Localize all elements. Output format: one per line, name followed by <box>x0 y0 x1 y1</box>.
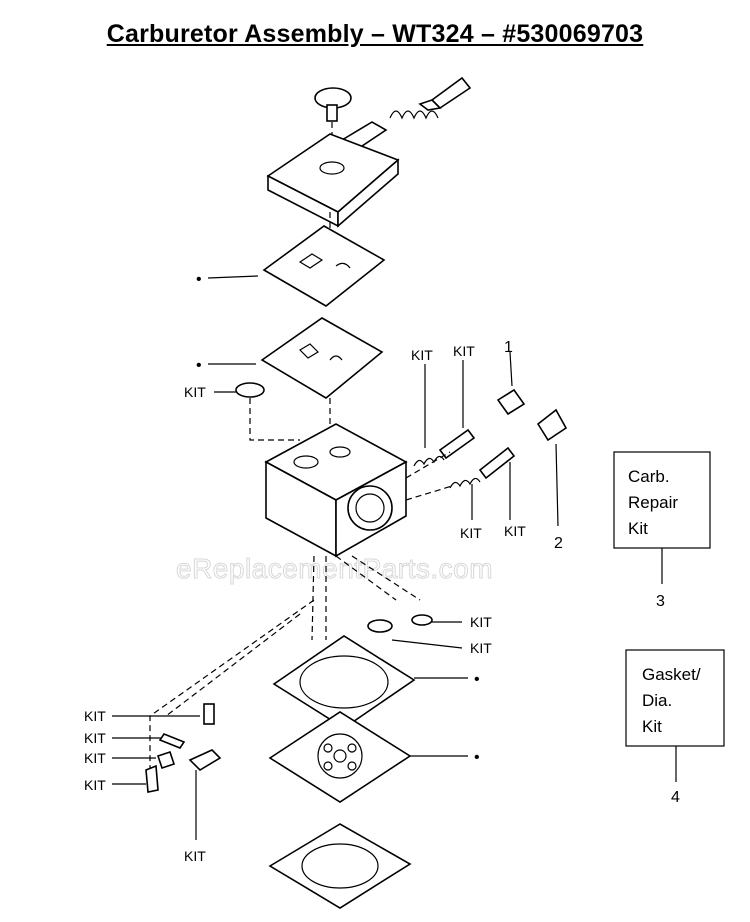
bullet-diaphragm-1: • <box>196 357 202 374</box>
metering-cover[interactable] <box>268 823 412 909</box>
kit-label-spring-2: KIT <box>460 525 482 541</box>
kit-label-inlet-needle: KIT <box>84 750 106 766</box>
welch-plug[interactable] <box>235 382 265 398</box>
idle-screw[interactable] <box>314 87 352 122</box>
inlet-needle[interactable] <box>156 750 176 770</box>
pump-gasket[interactable] <box>262 225 386 307</box>
bullet-gasket-1: • <box>196 271 202 288</box>
kit-label-plug-2: KIT <box>470 640 492 656</box>
plug-1[interactable] <box>411 614 433 626</box>
inlet-spring[interactable] <box>203 703 215 725</box>
ref-number-2: 2 <box>554 535 563 552</box>
legend-box-1-line-1: Carb. <box>628 467 670 486</box>
kit-label-lever-screw: KIT <box>84 777 106 793</box>
watermark: eReplacementParts.com <box>176 553 493 584</box>
legend-box-2-line-2: Dia. <box>642 691 672 710</box>
pump-cover[interactable] <box>266 133 400 228</box>
metering-lever[interactable] <box>188 749 222 772</box>
high-speed-needle[interactable] <box>413 428 476 467</box>
bullet-gasket-2: • <box>474 671 480 688</box>
legend-box-1-line-3: Kit <box>628 519 648 538</box>
page-title: Carburetor Assembly – WT324 – #530069703 <box>106 20 644 48</box>
legend-gasket-dia-kit: Gasket/ Dia. Kit 4 <box>625 649 725 806</box>
legend-box-1-line-2: Repair <box>628 493 678 512</box>
kit-label-plug-1: KIT <box>470 614 492 630</box>
low-speed-needle[interactable] <box>449 446 516 489</box>
metering-lever-pin[interactable] <box>158 733 186 749</box>
legend-box-2-line-1: Gasket/ <box>642 665 701 684</box>
legend-carb-repair-kit: Carb. Repair Kit 3 <box>613 451 711 610</box>
kit-label-welch-plug: KIT <box>184 384 206 400</box>
lever-screw[interactable] <box>145 764 159 793</box>
metering-gasket[interactable] <box>272 635 416 729</box>
limiter-cap-1[interactable] <box>496 388 526 416</box>
ref-number-1: 1 <box>504 339 513 356</box>
bullet-diaphragm-2: • <box>474 749 480 766</box>
kit-label-lever-pin: KIT <box>84 730 106 746</box>
kit-label-spring-1: KIT <box>411 347 433 363</box>
kit-label-metering-lever: KIT <box>184 848 206 864</box>
ref-number-3: 3 <box>656 593 665 610</box>
plug-2[interactable] <box>367 619 393 633</box>
kit-label-inlet-spring: KIT <box>84 708 106 724</box>
legend-box-2-line-3: Kit <box>642 717 662 736</box>
kit-label-needle-1: KIT <box>453 343 475 359</box>
limiter-cap-2[interactable] <box>536 408 568 442</box>
adjuster-spring[interactable] <box>389 110 439 120</box>
carburetor-body[interactable] <box>264 423 408 558</box>
metering-diaphragm[interactable] <box>268 711 412 803</box>
ref-number-4: 4 <box>671 789 680 806</box>
kit-label-needle-2: KIT <box>504 523 526 539</box>
pump-diaphragm[interactable] <box>260 317 384 399</box>
mixture-needle[interactable] <box>418 76 472 111</box>
